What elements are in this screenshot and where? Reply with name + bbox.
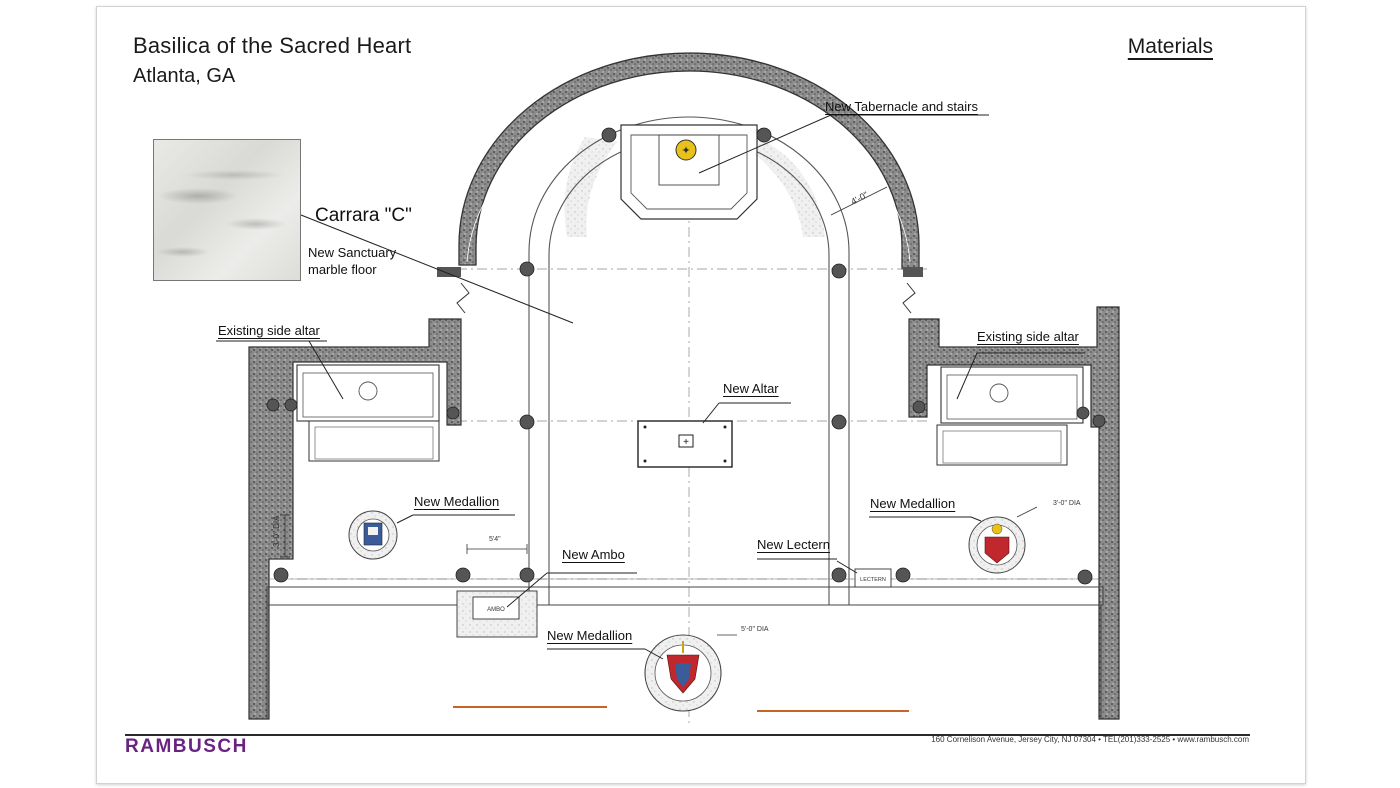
- left-side-altar: [296, 364, 440, 462]
- label-medallion-left: New Medallion: [414, 494, 500, 509]
- right-side-wall: [903, 267, 1120, 720]
- left-side-wall: [248, 267, 462, 720]
- center-medallion: [644, 634, 722, 712]
- ambo-width-dimension: 5'4": [489, 536, 501, 543]
- material-note-line1: New Sanctuary: [308, 245, 397, 260]
- chancel-step: [266, 578, 1104, 719]
- center-altar: +: [637, 420, 733, 468]
- material-name: Carrara "C": [315, 205, 412, 226]
- section-heading: Materials: [1127, 35, 1213, 58]
- drawing-sheet: ✦ +: [96, 6, 1306, 784]
- right-medallion: [968, 516, 1026, 574]
- sanctuary-floor-plan: ✦ +: [216, 52, 1120, 727]
- label-medallion-right: New Medallion: [870, 496, 956, 511]
- break-lines: [456, 282, 916, 314]
- ambo: AMBO: [456, 590, 538, 638]
- label-lectern: New Lectern: [757, 537, 830, 552]
- svg-text:+: +: [683, 437, 689, 448]
- apse-shade-left: [564, 137, 617, 237]
- lectern: LECTERN: [854, 568, 892, 588]
- page-subtitle: Atlanta, GA: [133, 65, 236, 87]
- footer-rule: [125, 734, 1250, 736]
- right-medallion-dimension: 3'-0" DIA: [1053, 500, 1081, 507]
- left-medallion-dimension: 3'-0" DIA: [272, 515, 281, 547]
- page-title: Basilica of the Sacred Heart: [133, 33, 412, 58]
- label-tabernacle: New Tabernacle and stairs: [825, 99, 978, 114]
- left-medallion: [348, 510, 398, 560]
- apse-shade-right: [747, 137, 825, 237]
- label-altar: New Altar: [723, 381, 779, 396]
- right-side-altar: [936, 366, 1084, 466]
- label-medallion-center: New Medallion: [547, 628, 633, 643]
- center-medallion-dimension: 5'-0" DIA: [741, 626, 769, 633]
- lectern-tag: LECTERN: [860, 577, 886, 583]
- svg-text:✦: ✦: [681, 145, 690, 157]
- tabernacle-platform: ✦: [620, 124, 758, 220]
- material-note: New Sanctuary marble floor: [308, 244, 396, 278]
- footer-address: 160 Cornelison Avenue, Jersey City, NJ 0…: [931, 735, 1249, 744]
- carrara-marble-swatch: [153, 139, 301, 281]
- material-note-line2: marble floor: [308, 262, 377, 277]
- apse-dimension: 4'-0": [849, 190, 870, 207]
- label-side-altar-right: Existing side altar: [977, 329, 1079, 344]
- leader-lines: [216, 114, 1085, 660]
- ambo-tag: AMBO: [487, 607, 505, 613]
- dimension-marks: [280, 186, 1038, 636]
- column-bases: [266, 127, 1106, 585]
- label-side-altar-left: Existing side altar: [218, 323, 320, 338]
- label-ambo: New Ambo: [562, 547, 625, 562]
- rambusch-logo: RAMBUSCH: [125, 736, 248, 757]
